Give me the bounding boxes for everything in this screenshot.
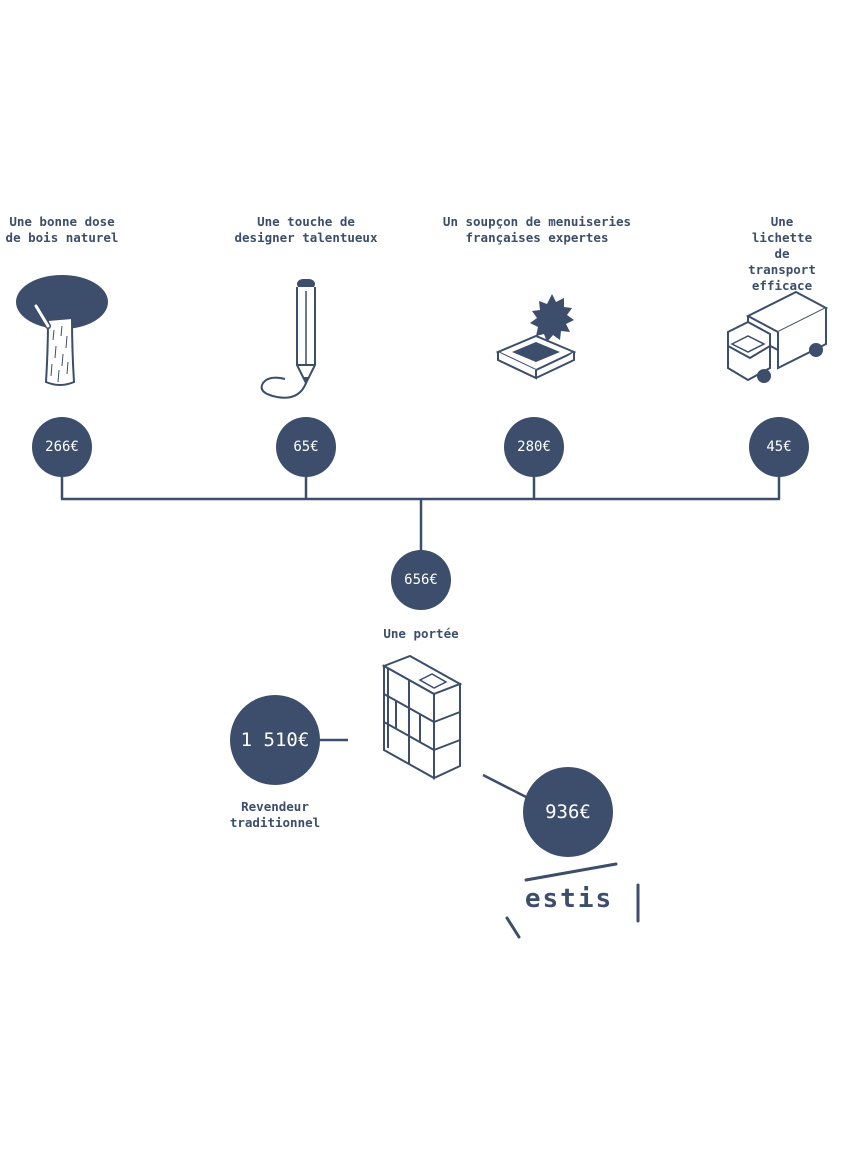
step-label-carpentry: Un soupçon de menuiseries françaises exp… — [442, 214, 632, 245]
total-price-circle: 656€ — [391, 550, 451, 610]
pencil-icon — [260, 279, 316, 399]
step-label-transport: Une lichette de transport efficace — [748, 214, 816, 293]
total-label: Une portée — [383, 626, 459, 641]
woodworking-icon — [495, 294, 577, 380]
price-circle-designer: 65€ — [276, 417, 336, 477]
retailer-label: Revendeur traditionnel — [229, 799, 321, 830]
price-circle-transport: 45€ — [749, 417, 809, 477]
tree-icon — [16, 275, 108, 386]
step-label-designer: Une touche de designer talentueux — [234, 214, 378, 245]
retailer-price-circle: 1 510€ — [230, 695, 320, 785]
truck-icon — [727, 290, 829, 383]
estis-logo: estis — [524, 884, 614, 914]
price-circle-carpentry: 280€ — [504, 417, 564, 477]
estis-price-circle: 936€ — [523, 767, 613, 857]
bookshelf-icon — [381, 654, 463, 780]
step-label-wood: Une bonne dose de bois naturel — [5, 214, 119, 245]
price-circle-wood: 266€ — [32, 417, 92, 477]
